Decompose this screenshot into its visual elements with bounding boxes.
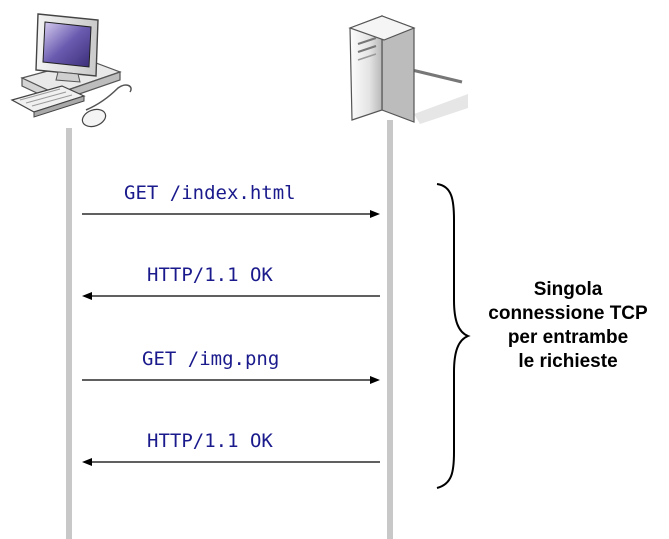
note-line-3: per entrambe <box>507 327 629 348</box>
server-tower-icon <box>348 15 468 124</box>
message-label-3: GET /img.png <box>142 348 280 370</box>
message-arrow-2 <box>82 292 380 300</box>
message-label-1: GET /index.html <box>124 182 296 204</box>
note-line-2: connessione TCP <box>488 303 648 324</box>
note-line-1: Singola <box>533 279 603 300</box>
note-line-4: le richieste <box>518 351 618 372</box>
tcp-connection-note: Singola connessione TCP per entrambe le … <box>468 278 668 374</box>
desktop-computer-icon <box>10 13 132 128</box>
message-label-2: HTTP/1.1 OK <box>147 264 273 286</box>
message-label-4: HTTP/1.1 OK <box>147 430 273 452</box>
message-arrow-3 <box>82 376 380 384</box>
curly-brace <box>436 183 471 489</box>
message-arrow-4 <box>82 458 380 466</box>
message-arrow-1 <box>82 210 380 218</box>
